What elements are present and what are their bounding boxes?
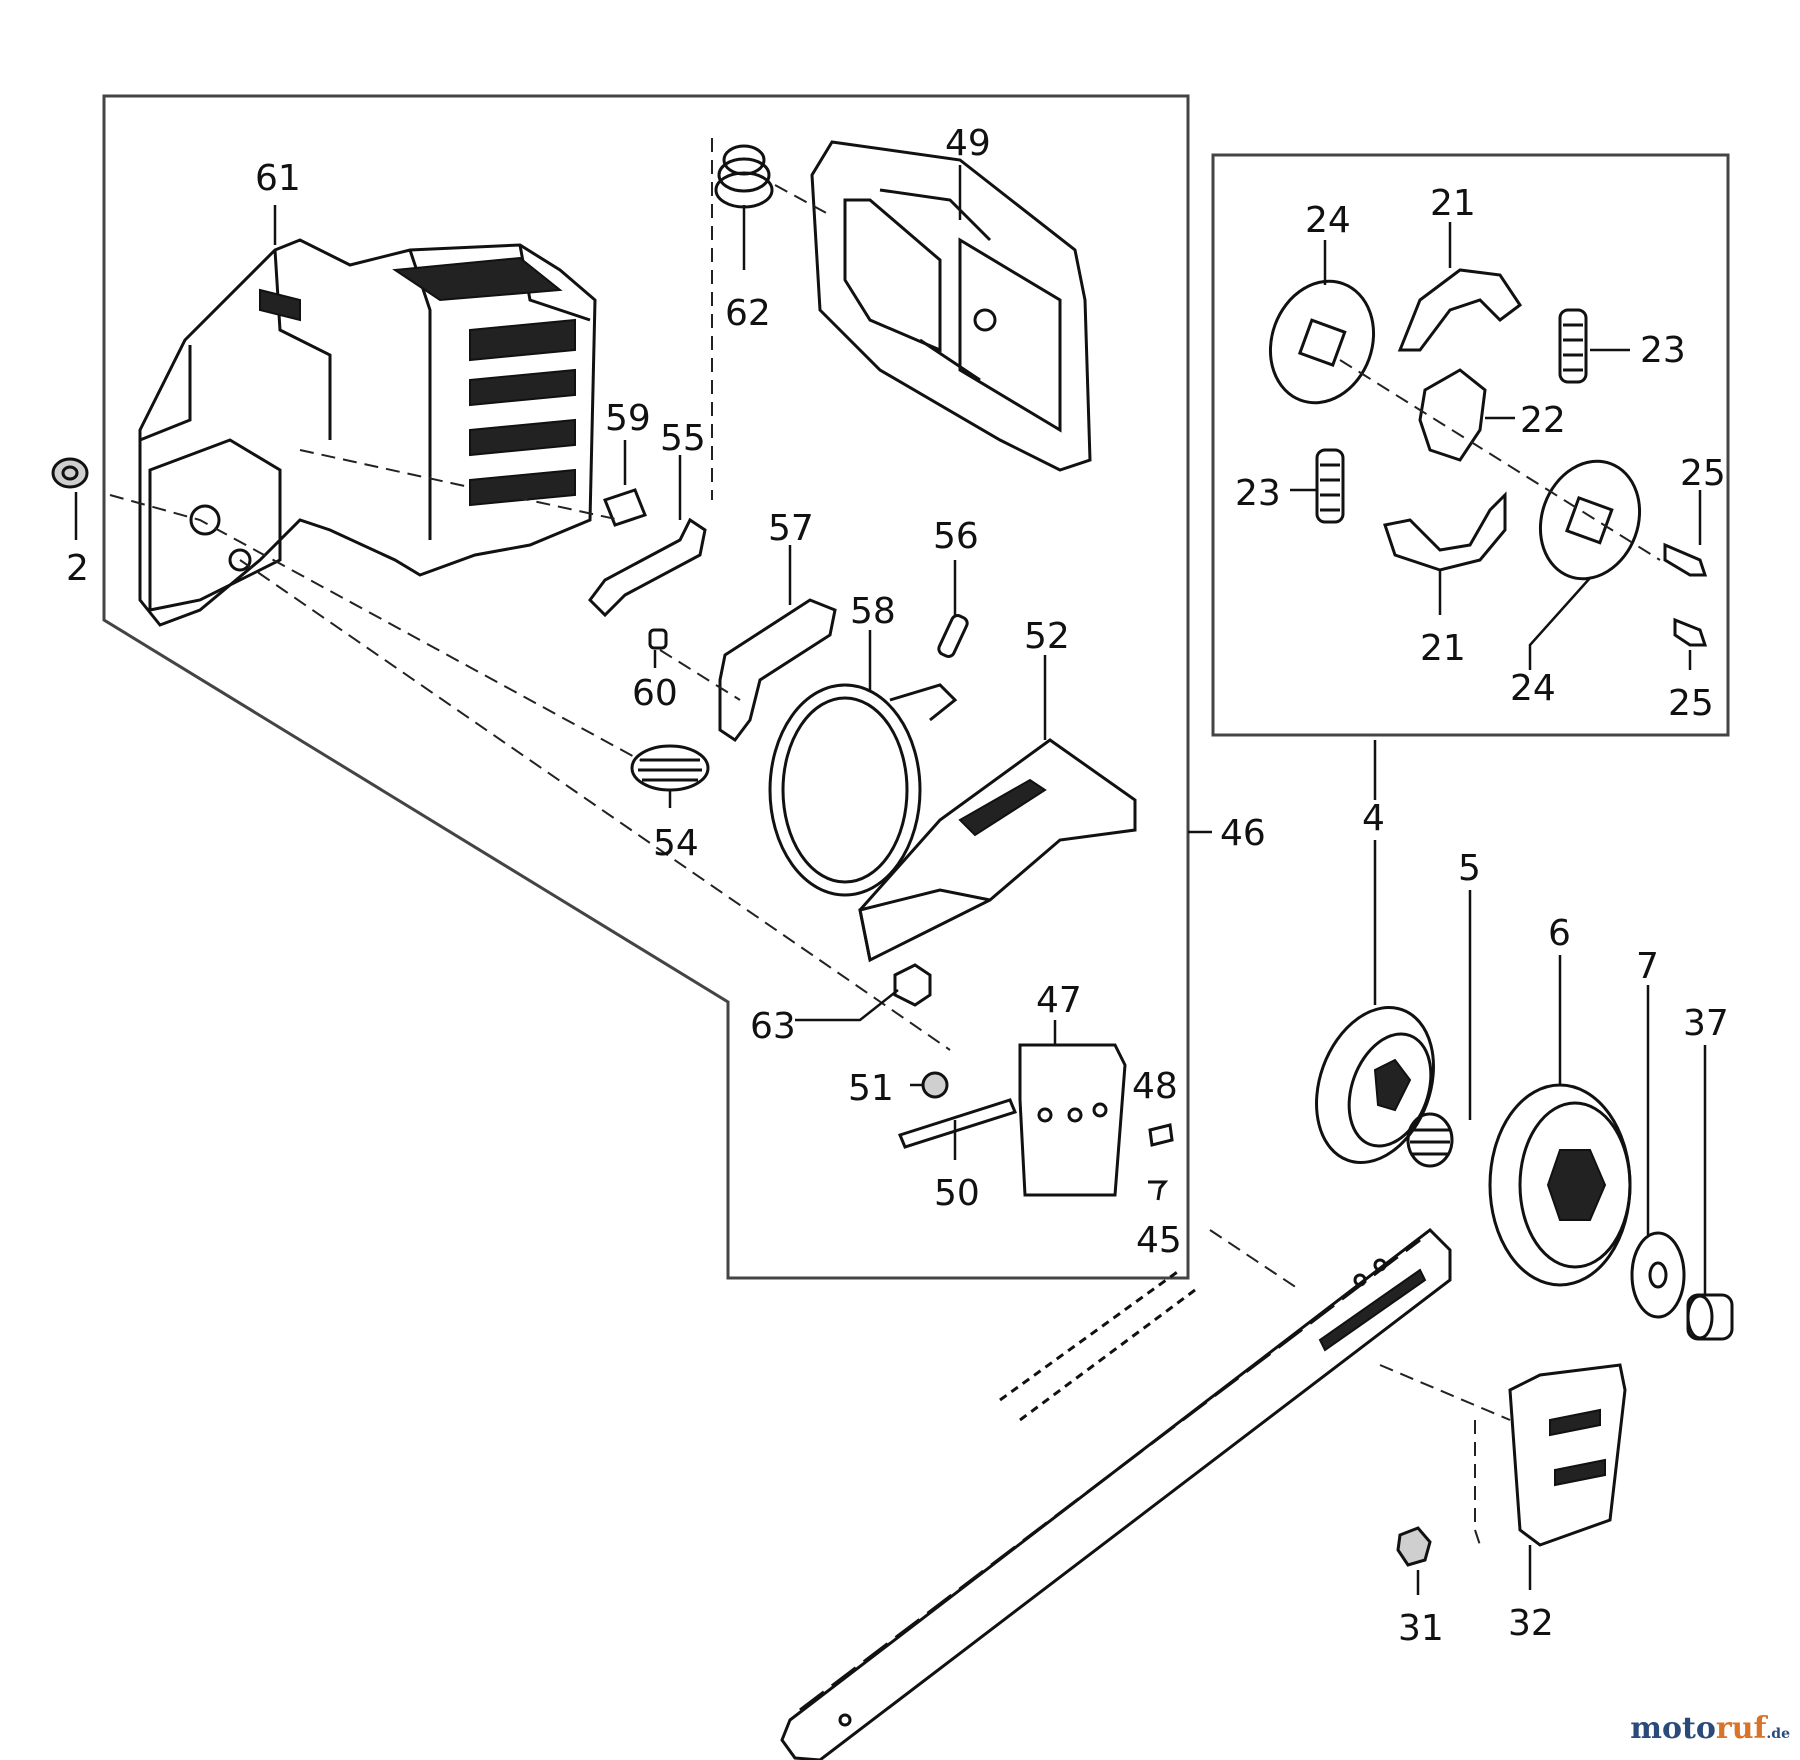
callout-21-lower: 21 xyxy=(1420,628,1466,669)
callout-2: 2 xyxy=(66,548,89,589)
callout-62: 62 xyxy=(725,293,771,334)
nut-31-part xyxy=(1396,1526,1432,1567)
leader-63 xyxy=(795,989,899,1022)
callout-5: 5 xyxy=(1458,848,1481,889)
callout-47: 47 xyxy=(1036,980,1082,1021)
plate-47-part xyxy=(1018,1043,1127,1197)
clutch-shoe-21-upper-part xyxy=(1397,268,1523,352)
callout-59: 59 xyxy=(605,398,651,439)
clutch-subassembly-frame xyxy=(1211,153,1730,737)
motoruf-logo: motoruf.de xyxy=(1630,1711,1790,1746)
link-55-part xyxy=(588,517,707,618)
callout-23-right: 23 xyxy=(1640,330,1686,371)
clutch-drum-4-part xyxy=(1315,1006,1435,1164)
callout-49: 49 xyxy=(945,123,991,164)
callout-60: 60 xyxy=(632,673,678,714)
spring-23-left-part xyxy=(1315,448,1345,524)
bracket-52-part xyxy=(858,738,1137,963)
callout-7: 7 xyxy=(1636,946,1659,987)
engine-housing-part xyxy=(138,238,597,627)
callout-51: 51 xyxy=(848,1068,894,1109)
lever-57-part xyxy=(718,598,837,743)
logo-part-b: ruf xyxy=(1715,1711,1767,1746)
pin-56-part xyxy=(937,614,969,658)
axis-line-4 xyxy=(659,649,741,701)
axis-line-1 xyxy=(109,494,641,761)
callout-25-lower: 25 xyxy=(1668,683,1714,724)
spring-5-part xyxy=(1406,1112,1454,1168)
assembly-46-frame xyxy=(102,94,1190,1280)
bolt-63-part xyxy=(893,963,932,1007)
washer-7-part xyxy=(1630,1231,1686,1319)
logo-part-a: moto xyxy=(1630,1711,1716,1746)
axis-line-3 xyxy=(299,449,621,521)
clutch-axis-line xyxy=(1339,359,1661,561)
callout-23-left: 23 xyxy=(1235,473,1281,514)
callout-25-upper: 25 xyxy=(1680,453,1726,494)
callout-31: 31 xyxy=(1398,1608,1444,1649)
callout-32: 32 xyxy=(1508,1603,1554,1644)
nut-51-part xyxy=(921,1071,949,1099)
callout-57: 57 xyxy=(768,508,814,549)
axis-line-6 xyxy=(1379,1364,1511,1421)
chain-cover-part xyxy=(810,140,1092,472)
spring-23-right-part xyxy=(1558,308,1588,384)
pin-59-part xyxy=(603,488,647,527)
axis-line-2 xyxy=(239,559,951,1051)
callout-6: 6 xyxy=(1548,913,1571,954)
callout-50: 50 xyxy=(934,1173,980,1214)
callout-52: 52 xyxy=(1024,616,1070,657)
callout-55: 55 xyxy=(660,418,706,459)
axis-line-7 xyxy=(1474,1420,1481,1546)
callout-24-upper: 24 xyxy=(1305,200,1351,241)
screw-25-lower-part xyxy=(1673,617,1708,647)
bushing-37-part xyxy=(1686,1293,1734,1341)
pin-45-part xyxy=(1148,1180,1169,1201)
callout-4: 4 xyxy=(1362,798,1385,839)
screw-25-upper-part xyxy=(1663,542,1708,577)
callout-37: 37 xyxy=(1683,1003,1729,1044)
clutch-plate-24-lower-part xyxy=(1538,459,1642,581)
callout-58: 58 xyxy=(850,591,896,632)
clutch-shoe-21-lower-part xyxy=(1383,491,1507,572)
callout-22: 22 xyxy=(1520,400,1566,441)
side-plate-32-part xyxy=(1508,1363,1627,1547)
sprocket-6-part xyxy=(1488,1083,1632,1287)
spring-54-part xyxy=(630,744,710,792)
spring-62-part xyxy=(711,138,831,500)
callout-24-lower: 24 xyxy=(1510,668,1556,709)
clutch-plate-24-upper-part xyxy=(1268,279,1376,405)
pin-60-part xyxy=(648,628,668,650)
callout-46: 46 xyxy=(1220,813,1266,854)
brake-band-58-part xyxy=(768,683,958,897)
callout-48: 48 xyxy=(1132,1066,1178,1107)
leader-24b xyxy=(1528,577,1591,670)
axis-line-5 xyxy=(1209,1229,1301,1291)
screw-48-part xyxy=(1148,1123,1174,1147)
nut-2-part xyxy=(51,457,89,489)
callout-45: 45 xyxy=(1136,1220,1182,1261)
clutch-hub-22-part xyxy=(1418,368,1487,462)
guide-bar-part xyxy=(780,1228,1452,1760)
callout-21-upper: 21 xyxy=(1430,183,1476,224)
callout-56: 56 xyxy=(933,516,979,557)
bolt-50-part xyxy=(897,1098,1018,1149)
logo-part-c: .de xyxy=(1766,1726,1790,1742)
callout-63: 63 xyxy=(750,1006,796,1047)
callout-61: 61 xyxy=(255,158,301,199)
callout-54: 54 xyxy=(653,823,699,864)
